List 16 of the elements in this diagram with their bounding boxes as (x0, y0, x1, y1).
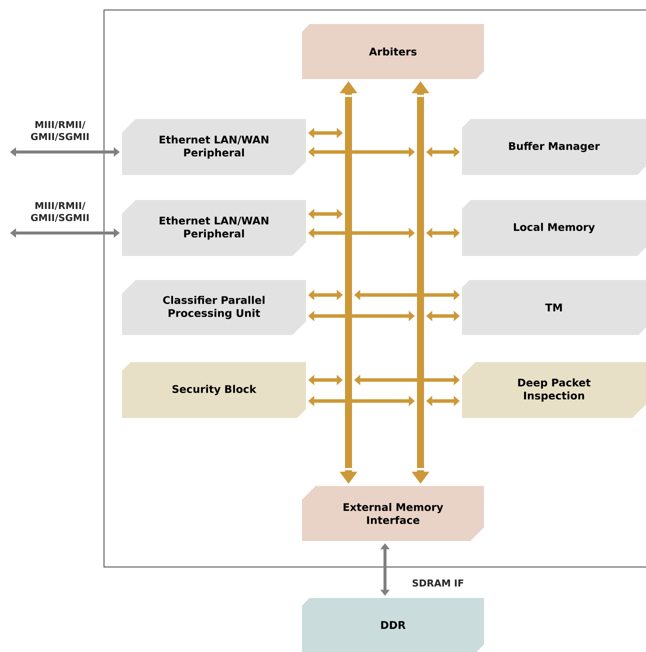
edge-label: MIII/RMII/ GMII/SGMII (31, 121, 89, 141)
edge-label: MIII/RMII/ GMII/SGMII (31, 202, 89, 222)
edge-label: SDRAM IF (412, 579, 464, 587)
process-box: Ethernet LAN/WAN Peripheral (122, 119, 306, 175)
process-box: Buffer Manager (462, 119, 646, 175)
process-box: Arbiters (302, 24, 484, 79)
process-box: External Memory Interface (302, 486, 484, 541)
bus-bar (417, 97, 424, 468)
process-box: Deep Packet Inspection (462, 362, 646, 418)
process-box: Ethernet LAN/WAN Peripheral (122, 200, 306, 256)
process-box: TM (462, 280, 646, 335)
process-box: DDR (302, 598, 484, 652)
bus-bar (345, 97, 352, 468)
process-box: Local Memory (462, 200, 646, 256)
process-box: Classifier Parallel Processing Unit (122, 280, 306, 335)
process-box: Security Block (122, 362, 306, 418)
